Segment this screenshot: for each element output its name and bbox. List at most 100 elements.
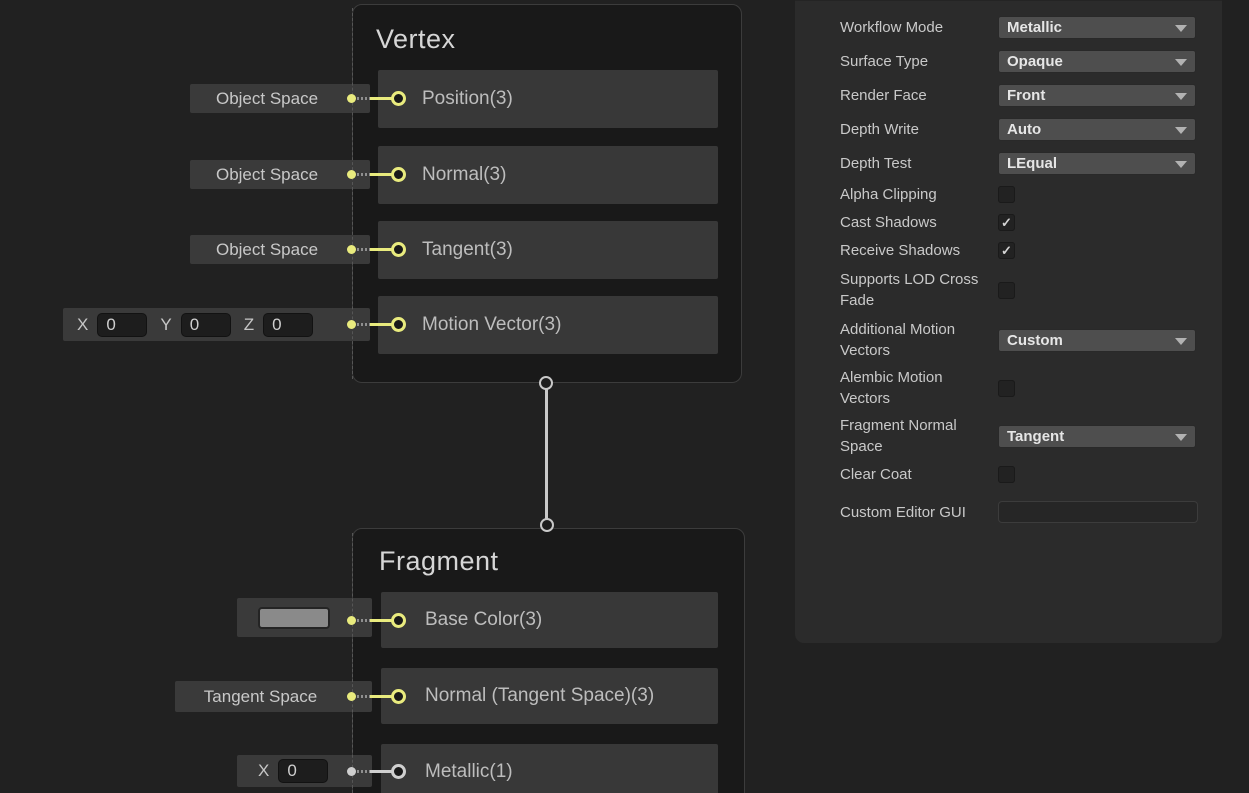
- dropdown-value: Tangent: [1007, 427, 1065, 445]
- port-dot-icon: [347, 169, 356, 179]
- position-space-widget: Object Space: [190, 84, 370, 113]
- space-label: Object Space: [215, 164, 319, 184]
- port-icon[interactable]: [391, 763, 406, 779]
- fragment-master-node[interactable]: Fragment Base Color(3) Normal (Tangent S…: [352, 528, 745, 793]
- port-dot-icon: [347, 93, 356, 103]
- port-wire: [370, 769, 392, 773]
- fragment-node-left-edge: [352, 533, 353, 793]
- port-dash-wire: [357, 322, 370, 326]
- port-icon[interactable]: [391, 90, 406, 106]
- port-dash-wire: [357, 769, 370, 773]
- x-field-label: X: [77, 314, 89, 334]
- port-icon[interactable]: [391, 166, 406, 182]
- dropdown-value: LEqual: [1007, 154, 1058, 172]
- setting-label: Fragment Normal Space: [840, 417, 957, 455]
- port-icon[interactable]: [391, 688, 406, 704]
- space-label: Tangent Space: [203, 686, 318, 706]
- vertex-node-left-edge: [352, 8, 353, 379]
- port-dot-icon: [347, 319, 356, 329]
- y-field-label: Y: [160, 314, 172, 334]
- port-icon[interactable]: [391, 316, 406, 332]
- graph-inspector-panel: Workflow Mode Metallic Surface Type Opaq…: [795, 0, 1222, 643]
- port-dot-icon: [347, 244, 356, 254]
- space-label: Object Space: [215, 88, 319, 108]
- port-label: Normal(3): [422, 164, 507, 185]
- port-wire: [370, 694, 392, 698]
- setting-row-depth-write: Depth Write Auto: [840, 112, 1222, 146]
- setting-label: Workflow Mode: [840, 18, 944, 36]
- z-field-label: Z: [243, 314, 255, 334]
- receive-shadows-checkbox[interactable]: ✓: [998, 241, 1015, 259]
- alpha-clipping-checkbox[interactable]: [998, 185, 1015, 203]
- fragment-node-title: Fragment: [379, 546, 499, 576]
- z-value-field[interactable]: 0: [263, 312, 314, 337]
- setting-label: Cast Shadows: [840, 213, 937, 231]
- setting-label: Custom Editor GUI: [840, 503, 966, 521]
- dropdown-arrow-icon: [1175, 433, 1187, 441]
- setting-row-clear-coat: Clear Coat: [840, 460, 1222, 488]
- surface-type-dropdown[interactable]: Opaque: [998, 49, 1196, 73]
- stack-edge-top-icon: [539, 376, 553, 390]
- normal-space-widget: Tangent Space: [175, 681, 372, 712]
- vertex-master-node[interactable]: Vertex Position(3) Normal(3) Tangent(3) …: [352, 4, 742, 383]
- port-row-base-color[interactable]: Base Color(3): [381, 592, 718, 648]
- setting-row-alembic-motion-vectors: Alembic Motion Vectors: [840, 364, 1222, 412]
- setting-label: Depth Test: [840, 154, 912, 172]
- port-label: Position(3): [422, 88, 513, 109]
- port-icon[interactable]: [391, 612, 406, 628]
- dropdown-value: Front: [1007, 86, 1046, 104]
- dropdown-value: Custom: [1007, 331, 1063, 349]
- normal-space-widget: Object Space: [190, 160, 370, 189]
- clear-coat-checkbox[interactable]: [998, 465, 1015, 483]
- port-label: Motion Vector(3): [422, 314, 562, 335]
- port-row-metallic[interactable]: Metallic(1): [381, 744, 718, 793]
- color-swatch[interactable]: [258, 607, 330, 629]
- port-dot-icon: [347, 691, 356, 701]
- port-wire: [370, 322, 392, 326]
- supports-lod-cross-fade-checkbox[interactable]: [998, 281, 1015, 299]
- dropdown-value: Metallic: [1007, 18, 1063, 36]
- port-wire: [370, 96, 392, 100]
- dropdown-arrow-icon: [1175, 58, 1187, 66]
- setting-label: Additional Motion Vectors: [840, 321, 956, 359]
- port-dash-wire: [357, 247, 370, 251]
- port-row-tangent[interactable]: Tangent(3): [378, 221, 718, 279]
- setting-row-alpha-clipping: Alpha Clipping: [840, 180, 1222, 208]
- cast-shadows-checkbox[interactable]: ✓: [998, 213, 1015, 231]
- workflow-mode-dropdown[interactable]: Metallic: [998, 15, 1196, 39]
- setting-row-depth-test: Depth Test LEqual: [840, 146, 1222, 180]
- setting-label: Supports LOD Cross Fade: [840, 271, 979, 309]
- setting-row-custom-editor-gui: Custom Editor GUI: [840, 488, 1222, 536]
- setting-row-receive-shadows: Receive Shadows ✓: [840, 236, 1222, 264]
- port-label: Tangent(3): [422, 239, 513, 260]
- port-icon[interactable]: [391, 241, 406, 257]
- fragment-normal-space-dropdown[interactable]: Tangent: [998, 424, 1196, 448]
- dropdown-value: Auto: [1007, 120, 1042, 138]
- alembic-motion-vectors-checkbox[interactable]: [998, 379, 1015, 397]
- port-dash-wire: [357, 694, 370, 698]
- port-row-motion-vector[interactable]: Motion Vector(3): [378, 296, 718, 354]
- additional-motion-vectors-dropdown[interactable]: Custom: [998, 328, 1196, 352]
- dropdown-arrow-icon: [1175, 24, 1187, 32]
- port-dot-icon: [347, 766, 356, 776]
- depth-write-dropdown[interactable]: Auto: [998, 117, 1196, 141]
- stack-edge: [545, 389, 548, 519]
- port-row-normal-tangent-space[interactable]: Normal (Tangent Space)(3): [381, 668, 718, 724]
- setting-label: Depth Write: [840, 120, 919, 138]
- port-row-normal[interactable]: Normal(3): [378, 146, 718, 204]
- setting-row-render-face: Render Face Front: [840, 78, 1222, 112]
- port-dash-wire: [357, 96, 370, 100]
- port-row-position[interactable]: Position(3): [378, 70, 718, 128]
- setting-row-fragment-normal-space: Fragment Normal Space Tangent: [840, 412, 1222, 460]
- x-value-field[interactable]: 0: [97, 312, 148, 337]
- setting-label: Receive Shadows: [840, 241, 961, 259]
- custom-editor-gui-field[interactable]: [998, 501, 1198, 523]
- x-value-field[interactable]: 0: [278, 759, 329, 783]
- render-face-dropdown[interactable]: Front: [998, 83, 1196, 107]
- x-field-label: X: [258, 761, 270, 780]
- y-value-field[interactable]: 0: [180, 312, 231, 337]
- depth-test-dropdown[interactable]: LEqual: [998, 151, 1196, 175]
- port-label: Metallic(1): [425, 761, 513, 782]
- port-wire: [370, 172, 392, 176]
